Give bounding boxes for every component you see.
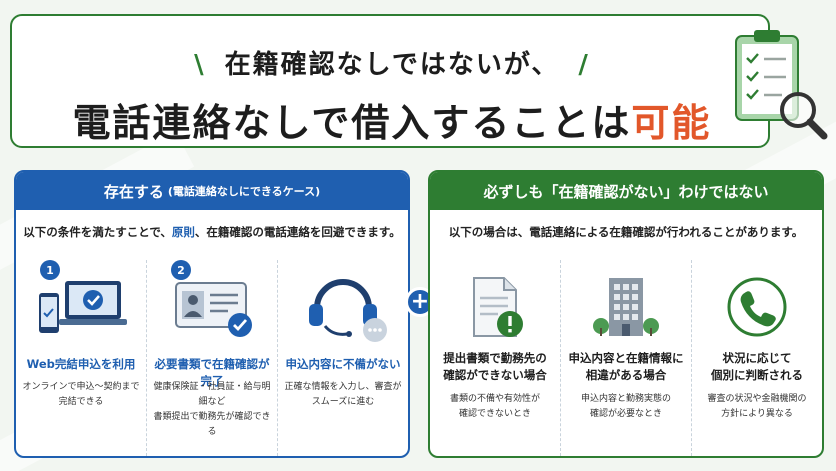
title-line-2: 電話連絡なしで借入することは可能 [12, 92, 772, 147]
condition-desc-line: スムーズに進む [311, 397, 375, 407]
case-item-documents: 提出書類で勤務先の 確認ができない場合 書類の不備や有効性が 確認できないとき [430, 260, 561, 456]
condition-desc-line: 正確な情報を入力し、審査が [284, 382, 402, 392]
left-desc-highlight: 原則 [171, 225, 195, 239]
condition-number-badge: 1 [40, 260, 60, 280]
right-case-list: 提出書類で勤務先の 確認ができない場合 書類の不備や有効性が 確認できないとき [430, 260, 822, 456]
title-line-1: \ 在籍確認なしではないが、 / [12, 44, 772, 81]
left-panel-head-sub: (電話連絡なしにできるケース) [167, 185, 321, 198]
header-card: \ 在籍確認なしではないが、 / 電話連絡なしで借入することは可能 [10, 14, 770, 148]
case-description: 審査の状況や金融機関の 方針により異なる [696, 392, 818, 422]
case-desc-line: 審査の状況や金融機関の [707, 394, 807, 404]
condition-description: 正確な情報を入力し、審査が スムーズに進む [282, 380, 404, 410]
case-title-line: 確認ができない場合 [443, 368, 547, 382]
case-item-mismatch: 申込内容と在籍情報に 相違がある場合 申込内容と勤務実態の 確認が必要なとき [561, 260, 692, 456]
case-desc-line: 書類の不備や有効性が [449, 394, 540, 404]
case-desc-line: 申込内容と勤務実態の [580, 394, 671, 404]
left-panel: 存在する (電話連絡なしにできるケース) 以下の条件を満たすことで、原則、在籍確… [14, 170, 410, 458]
headset-icon [309, 279, 387, 342]
case-title-line: 状況に応じて [722, 351, 792, 365]
condition-description: オンラインで申込〜契約まで 完結できる [20, 380, 142, 410]
left-desc-post: 、在籍確認の電話連絡を回避できます。 [194, 225, 401, 239]
spark-left-icon: \ [194, 50, 206, 80]
case-description: 申込内容と勤務実態の 確認が必要なとき [565, 392, 687, 422]
left-condition-list: 1 Web完結申込を利用 オンラインで申込〜契約まで 完結できる [16, 260, 408, 456]
condition-desc-line: オンラインで申込〜契約まで [22, 382, 140, 392]
right-panel-head-main: 必ずしも「在籍確認がない」わけではない [483, 182, 769, 201]
condition-title: Web完結申込を利用 [26, 357, 136, 371]
right-panel-description: 以下の場合は、電話連絡による在籍確認が行われることがあります。 [448, 225, 804, 239]
condition-item-web: 1 Web完結申込を利用 オンラインで申込〜契約まで 完結できる [16, 260, 147, 456]
case-item-individual: 状況に応じて 個別に判断される 審査の状況や金融機関の 方針により異なる [692, 260, 822, 456]
left-panel-header: 存在する (電話連絡なしにできるケース) [16, 172, 408, 210]
condition-desc-line: 健康保険証・社員証・給与明細など [153, 382, 271, 407]
condition-item-no-errors: 申込内容に不備がない 正確な情報を入力し、審査が スムーズに進む [278, 260, 408, 456]
case-desc-line: 確認が必要なとき [589, 409, 662, 419]
case-title-line: 提出書類で勤務先の [443, 351, 547, 365]
title-line-2-accent: 可能 [631, 101, 712, 145]
title-line-1-text: 在籍確認なしではないが、 [224, 50, 560, 80]
case-title-line: 相違がある場合 [585, 368, 667, 382]
office-building-icon [593, 278, 659, 336]
case-title-line: 申込内容と在籍情報に [568, 351, 684, 365]
case-desc-line: 確認できないとき [458, 409, 531, 419]
condition-item-documents: 2 必要書類で在籍確認が完了 健康保険証・社員証・給与明細など 書類提出で勤務先 [147, 260, 278, 456]
id-card-check-icon [175, 282, 252, 337]
case-title: 申込内容と在籍情報に 相違がある場合 [563, 350, 689, 384]
case-title: 状況に応じて 個別に判断される [694, 350, 820, 384]
left-panel-description: 以下の条件を満たすことで、原則、在籍確認の電話連絡を回避できます。 [16, 224, 408, 244]
case-title: 提出書類で勤務先の 確認ができない場合 [432, 350, 558, 384]
spark-right-icon: / [578, 50, 590, 80]
case-desc-line: 方針により異なる [721, 409, 793, 419]
document-alert-icon [473, 277, 523, 337]
condition-title: 必要書類で在籍確認が完了 [154, 357, 270, 388]
clipboard-magnifier-icon [735, 30, 828, 140]
condition-desc-line: 完結できる [58, 397, 104, 407]
laptop-phone-check-icon [39, 281, 127, 333]
case-title-line: 個別に判断される [711, 368, 803, 382]
condition-description: 健康保険証・社員証・給与明細など 書類提出で勤務先が確認できる [151, 380, 273, 440]
left-desc-pre: 以下の条件を満たすことで、 [23, 225, 172, 239]
case-description: 書類の不備や有効性が 確認できないとき [434, 392, 556, 422]
left-panel-head-main: 存在する [103, 182, 164, 201]
condition-title: 申込内容に不備がない [285, 357, 401, 371]
phone-icon [727, 277, 787, 337]
title-line-2-main: 電話連絡なしで借入することは [72, 101, 632, 145]
right-panel: 必ずしも「在籍確認がない」わけではない 以下の場合は、電話連絡による在籍確認が行… [428, 170, 824, 458]
right-panel-header: 必ずしも「在籍確認がない」わけではない [430, 172, 822, 210]
condition-desc-line: 書類提出で勤務先が確認できる [153, 412, 271, 437]
condition-number-badge: 2 [171, 260, 191, 280]
